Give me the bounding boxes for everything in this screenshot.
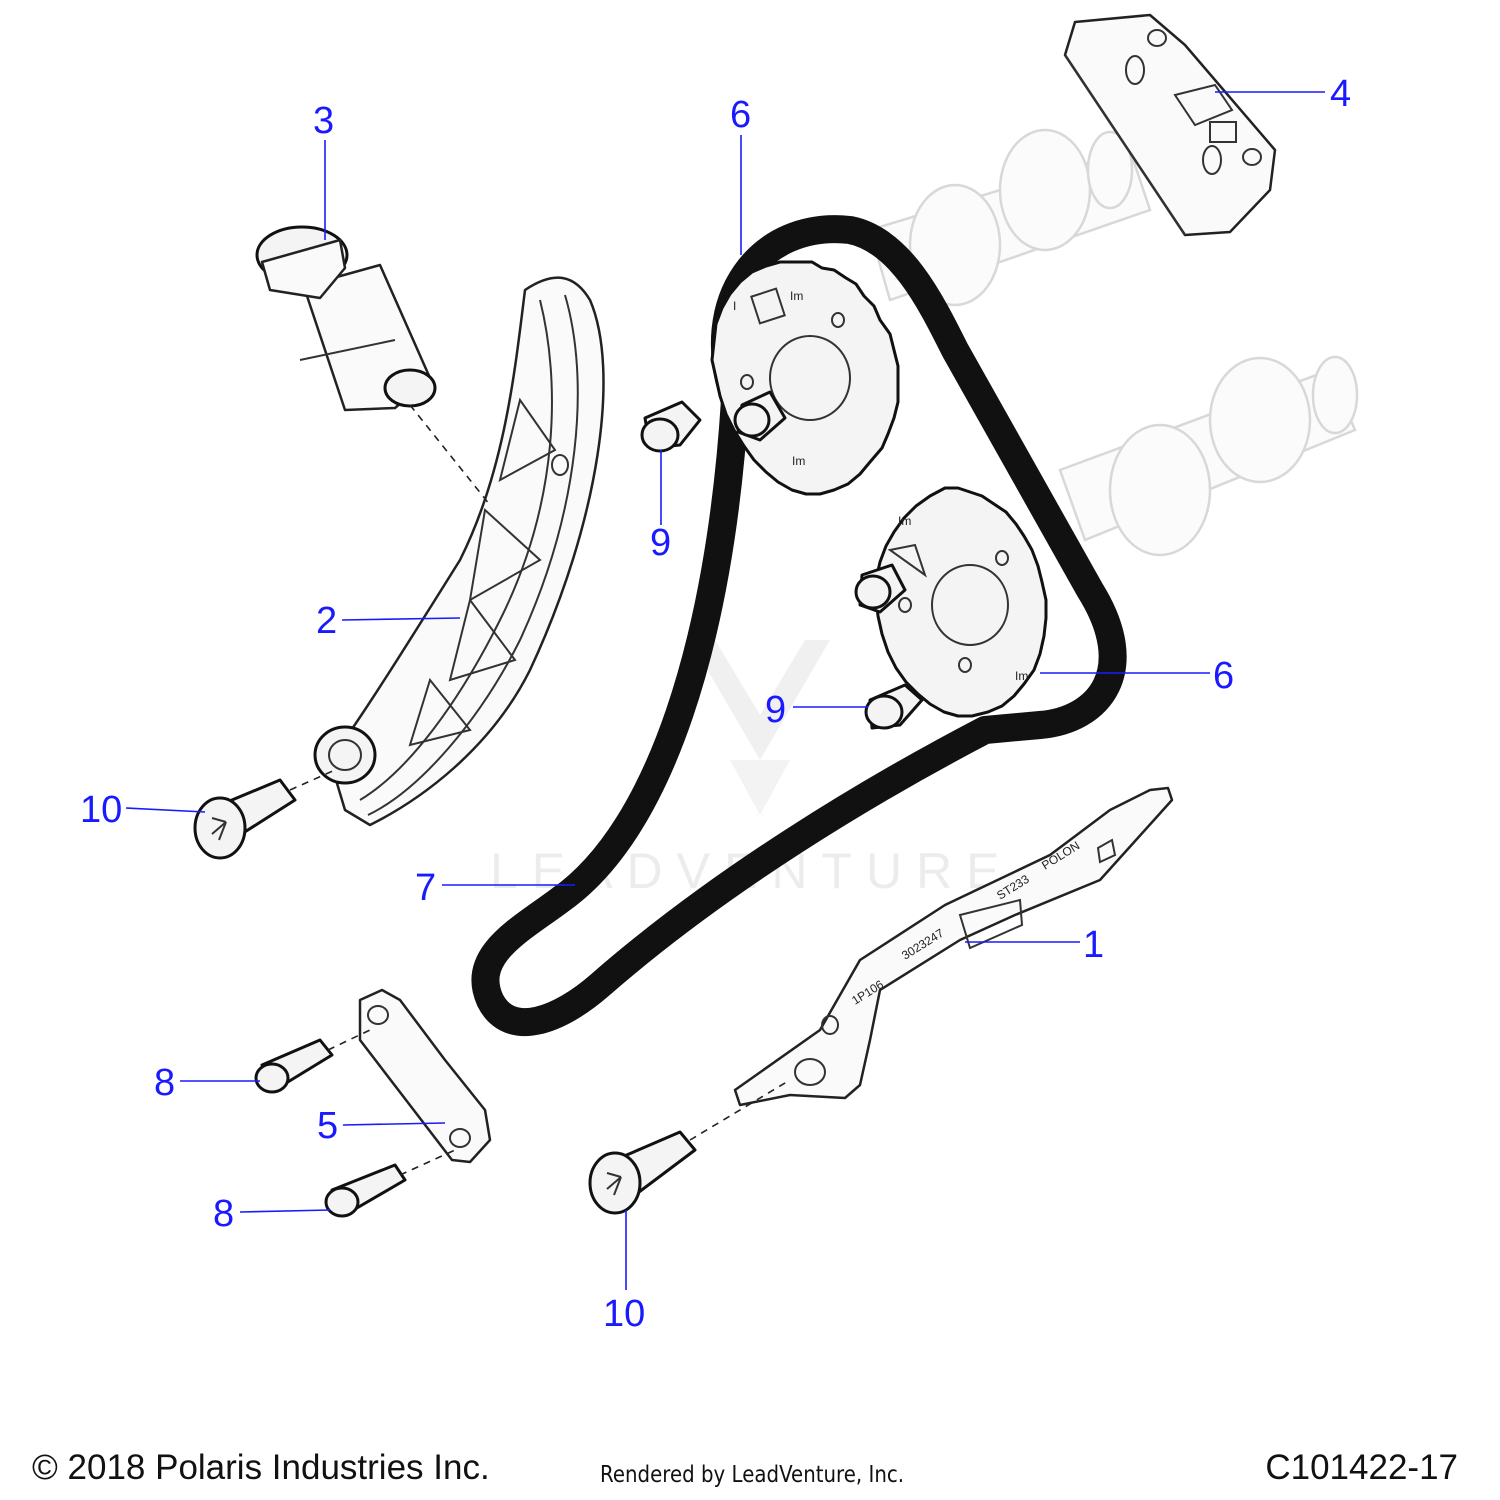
- callout-10-left: 10: [80, 789, 122, 831]
- sprocket-bolts-installed: [733, 390, 907, 614]
- assembly-lines: [289, 404, 791, 1176]
- camshaft-upper: [868, 128, 1152, 307]
- callout-8-lower: 8: [213, 1193, 234, 1235]
- copyright-text: © 2018 Polaris Industries Inc.: [32, 1448, 490, 1487]
- svg-text:Im: Im: [790, 289, 803, 303]
- callout-2: 2: [316, 600, 337, 642]
- cam-cap-part-4: [1063, 13, 1277, 237]
- tensioner-guide-part-2: [313, 276, 605, 827]
- callout-5: 5: [317, 1105, 338, 1147]
- svg-text:Im: Im: [1015, 669, 1028, 683]
- callout-8-upper: 8: [154, 1062, 175, 1104]
- callout-4: 4: [1330, 73, 1351, 115]
- bolt-part-8-upper: [254, 1038, 334, 1094]
- torx-bolt-part-10-left: [193, 778, 297, 860]
- svg-text:I: I: [733, 299, 736, 313]
- callout-labels: 3 2 4 6 6 7 1 9 9 10 8 5 8 10: [80, 73, 1351, 1335]
- chain-guide-part-5: [358, 988, 492, 1164]
- bolt-part-8-lower: [324, 1163, 407, 1218]
- callout-6-upper: 6: [730, 94, 751, 136]
- timing-chain-part-7: [471, 215, 1127, 1037]
- callout-7: 7: [415, 867, 436, 909]
- fixed-chain-guide-part-1: POLON ST233 3023247 1P106: [733, 786, 1174, 1107]
- rendered-by-text: Rendered by LeadVenture, Inc.: [600, 1462, 905, 1488]
- leader-lines: [125, 91, 1325, 1290]
- callout-9-lower: 9: [765, 689, 786, 731]
- flange-bolt-part-9-lower: [864, 683, 924, 730]
- callout-6-lower: 6: [1213, 655, 1234, 697]
- svg-text:Im: Im: [898, 514, 911, 528]
- chain-tensioner-part-3: [255, 225, 437, 412]
- callout-9-upper: 9: [650, 522, 671, 564]
- callout-1: 1: [1083, 924, 1104, 966]
- cam-sprocket-lower-part-6: Im Im: [874, 486, 1048, 718]
- flange-bolt-part-9-upper: [640, 400, 702, 453]
- callout-10-bottom: 10: [603, 1293, 645, 1335]
- drawing-number: C101422-17: [1265, 1448, 1458, 1487]
- camshaft-lower: [1058, 355, 1359, 557]
- torx-bolt-part-10-right: [588, 1130, 697, 1215]
- svg-text:Im: Im: [792, 454, 805, 468]
- callout-3: 3: [313, 100, 334, 142]
